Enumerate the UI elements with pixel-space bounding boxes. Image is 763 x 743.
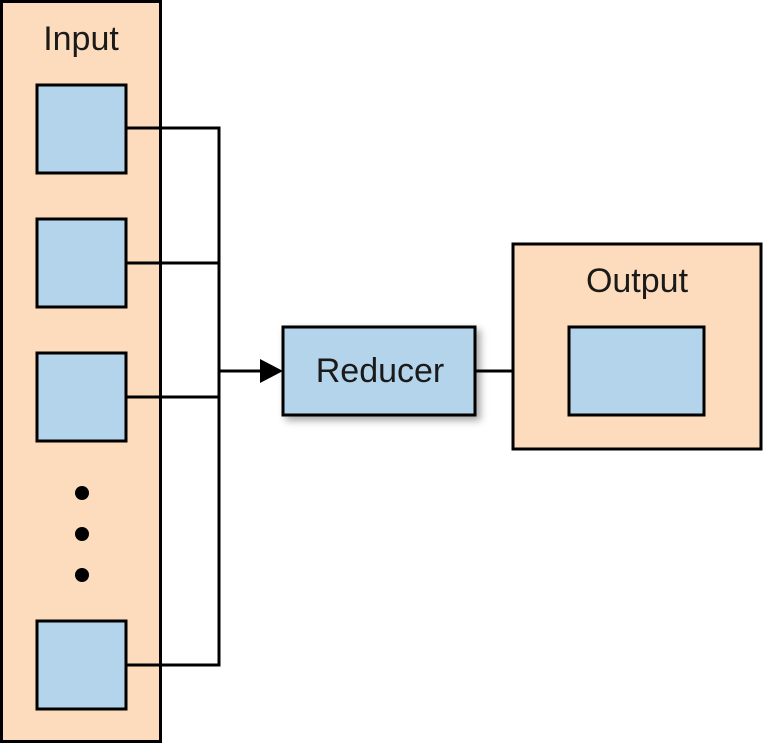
reducer-label: Reducer bbox=[316, 352, 445, 390]
ellipsis-dots bbox=[75, 486, 89, 582]
input-item bbox=[35, 351, 128, 443]
input-title: Input bbox=[43, 20, 119, 58]
output-item bbox=[567, 325, 706, 417]
input-item bbox=[35, 83, 128, 175]
input-connectors bbox=[126, 126, 221, 667]
reducer-box: Reducer bbox=[281, 325, 477, 417]
input-item bbox=[35, 619, 128, 711]
arrow-to-reducer bbox=[219, 359, 283, 383]
output-title: Output bbox=[586, 262, 689, 300]
input-item bbox=[35, 217, 128, 309]
